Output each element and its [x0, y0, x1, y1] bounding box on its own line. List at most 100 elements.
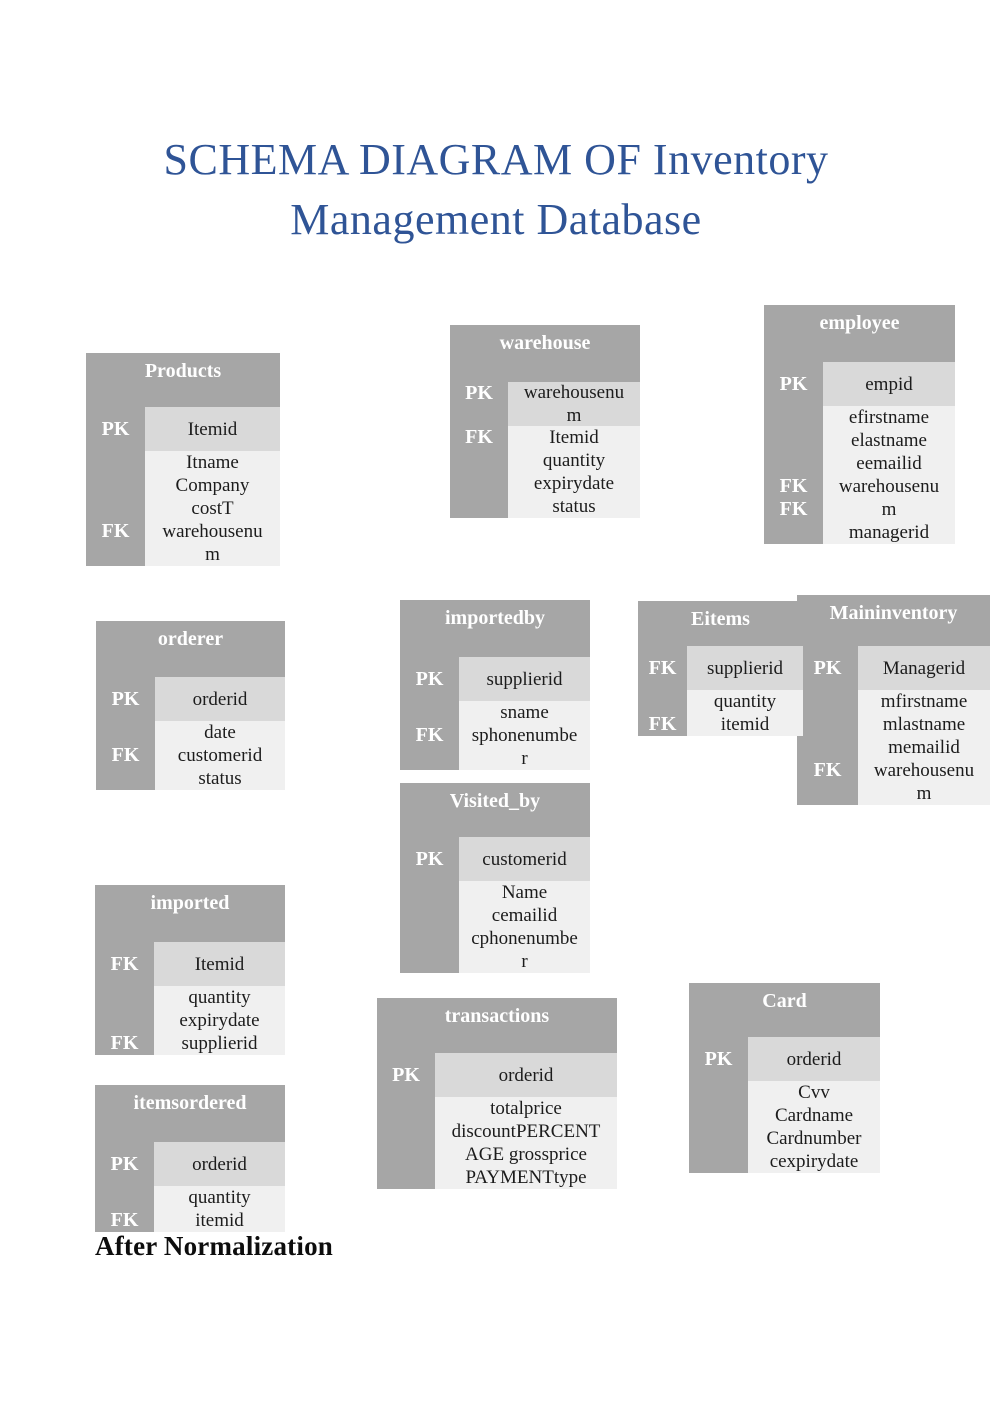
field-line: PAYMENTtype: [465, 1167, 587, 1188]
primary-key-cell: Managerid: [858, 646, 990, 690]
attr-key-section: FK: [86, 451, 145, 566]
page-title: SCHEMA DIAGRAM OF Inventory Management D…: [0, 130, 992, 250]
pk-key-section: PK: [400, 657, 459, 701]
pk-key-section: PK: [400, 837, 459, 881]
key-label-empty: [96, 721, 155, 744]
primary-key-cell: supplierid: [687, 646, 803, 690]
key-label-fk: FK: [779, 475, 808, 497]
key-label-empty: [764, 429, 823, 452]
field-line: Name: [501, 882, 548, 903]
field-line: elastname: [851, 430, 927, 451]
field-line: mfirstname: [880, 691, 968, 712]
field-line: cexpirydate: [769, 1151, 859, 1172]
attr-key-section: FK: [400, 701, 459, 770]
key-label-empty: [86, 474, 145, 497]
primary-key-cell: orderid: [154, 1142, 285, 1186]
key-column: FK FK: [638, 646, 687, 736]
field-line: orderid: [192, 1153, 247, 1175]
field-line: date: [204, 722, 236, 743]
field-line: warehousenu: [873, 760, 975, 781]
primary-key-cell: Itemid: [145, 407, 280, 451]
entity-name: itemsordered: [133, 1092, 247, 1114]
key-label-empty: [689, 1081, 748, 1104]
field-line: Itemid: [194, 953, 245, 975]
primary-key-cell: orderid: [155, 677, 285, 721]
page-title-line2: Management Database: [290, 195, 702, 244]
field-line: memailid: [888, 737, 960, 758]
field-line: cphonenumbe: [471, 928, 578, 949]
field-line: customerid: [177, 745, 263, 766]
key-label-empty: [450, 405, 508, 426]
key-label-empty: [638, 690, 687, 713]
entity-name: Products: [144, 360, 222, 382]
attr-key-section: FK: [638, 690, 687, 736]
field-line: quantity: [542, 450, 606, 471]
key-label-fk: FK: [779, 498, 808, 520]
key-label-empty: [797, 690, 858, 713]
field-line: efirstname: [848, 407, 930, 428]
key-label-pk: PK: [415, 847, 444, 870]
key-label-empty: [95, 1009, 154, 1032]
field-line: r: [521, 748, 528, 769]
field-line: m: [916, 783, 932, 804]
field-line: quantity: [713, 691, 777, 712]
key-column: PK: [400, 837, 459, 973]
key-label-empty: [450, 449, 508, 472]
entity-name: imported: [150, 892, 230, 914]
field-line: discountPERCENT: [451, 1121, 601, 1142]
entity-name: Maininventory: [829, 602, 958, 624]
field-line: sname: [500, 702, 549, 723]
attr-key-section: FK: [450, 426, 508, 518]
field-line: supplierid: [707, 657, 783, 679]
field-line: cemailid: [491, 905, 558, 926]
primary-key-cell: supplierid: [459, 657, 590, 701]
key-label-fk: FK: [648, 656, 677, 679]
key-label-empty: [400, 950, 459, 973]
field-line: m: [566, 405, 582, 426]
entity-name: importedby: [445, 607, 545, 629]
field-line: Itemid: [187, 418, 238, 440]
field-line: Cvv: [798, 1082, 830, 1103]
key-label-empty: [400, 881, 459, 904]
pk-key-section: PK: [764, 362, 823, 406]
primary-key-cell: customerid: [459, 837, 590, 881]
key-label-fk: FK: [415, 724, 444, 746]
field-line: Itname: [186, 452, 239, 473]
key-label-empty: [689, 1104, 748, 1127]
field-line: expirydate: [179, 1010, 260, 1031]
field-line: quantity: [188, 987, 251, 1008]
attr-key-section: FK: [95, 1186, 154, 1232]
key-label-pk: PK: [110, 1152, 139, 1175]
key-label-empty: [400, 701, 459, 724]
field-line: Itemid: [549, 427, 599, 448]
field-line: mlastname: [882, 714, 966, 735]
attr-key-section: FK: [96, 721, 155, 790]
pk-key-section: PK: [96, 677, 155, 721]
field-line: r: [521, 951, 528, 972]
